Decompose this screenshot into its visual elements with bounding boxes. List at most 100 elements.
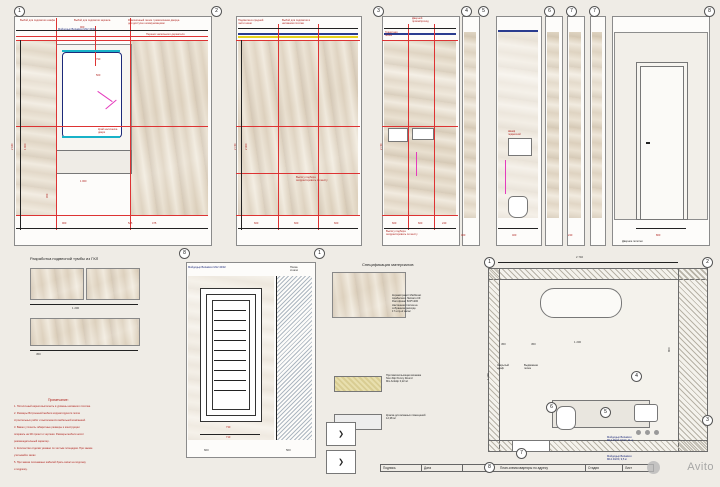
elevation-3-dim-bar-bottom — [384, 228, 456, 229]
detail-pipe-piece-3 — [30, 318, 140, 346]
plan-dim-1: 1 200 — [574, 340, 581, 344]
elevation-2-note-0: Подсветка в средней части ниши — [238, 19, 264, 26]
elevation-3-marker — [416, 152, 417, 176]
elevation-3-dim-1: 600 — [418, 222, 423, 225]
elevation-1-base-guide — [16, 215, 208, 216]
plan-grid-dot-2 — [645, 430, 650, 435]
elevation-1-dim-v2: 1 900 — [24, 143, 27, 151]
notes-line-0: 1. Потолочный карниз выполнить в уровень… — [14, 405, 91, 408]
elevation-7b-marble — [592, 32, 602, 218]
next-arrow-button-2[interactable]: ❯ — [326, 450, 356, 474]
elevation-5-marble — [498, 32, 538, 218]
elevation-2-dim-bar-left — [241, 40, 242, 230]
elevation-1-dim-v1: 2 040 — [11, 143, 14, 151]
plan-dim-0: 2 740 — [576, 255, 583, 259]
elevation-3-note-1: Гранитная полка — [385, 31, 398, 38]
elevation-3-towel-rail — [388, 128, 408, 142]
detail-pipe-dimbar-1 — [30, 304, 138, 305]
elevation-2-h3 — [236, 173, 360, 174]
titleblock: Подпись Дата План-схема квартиры по адре… — [380, 464, 654, 472]
notes-line-6: 4. Количество отделки указано по чистым … — [14, 447, 93, 450]
elevation-1-marble-left — [16, 40, 56, 215]
elevation-3-h2 — [382, 126, 458, 127]
bubble-plan-4: 4 — [631, 371, 642, 382]
plan-label-2: Закрытый шкаф — [497, 364, 509, 371]
bubble-plan-1: 1 — [484, 257, 495, 268]
detail-heater-dimbar — [200, 434, 260, 435]
elevation-2-note-1: Выбой для подсветки в натяжном потолке — [282, 19, 311, 26]
elevation-5-ceiling — [498, 30, 538, 32]
elevation-3-marble — [384, 40, 456, 215]
plan-label-0: Мойдодыр Belsaleco М12 45/17 47/17, 11 к… — [607, 436, 634, 443]
elevation-1-dim-2: 500 — [96, 74, 101, 77]
elevation-2-dim-2: 600 — [334, 222, 339, 225]
notes-line-8: 5. При заказе погонажных кабелей брать з… — [14, 461, 86, 464]
bubble-plan-5: 5 — [600, 407, 611, 418]
elevation-1-mirror — [62, 52, 122, 138]
detail-heater-hatch — [276, 276, 312, 440]
elevation-2-dim-bar-bottom — [238, 228, 358, 229]
elevation-8-handle — [646, 142, 650, 144]
bubble-plan-6: 6 — [546, 402, 557, 413]
elevation-3-h3 — [382, 215, 458, 216]
bubble-8: 8 — [704, 6, 715, 17]
elevation-3-ceiling — [384, 33, 456, 35]
detail-pipe-dim-0: 1 200 — [72, 306, 79, 310]
bubble-plan-7: 7 — [516, 448, 527, 459]
elevation-1-note-2: Ревизионный лючок / ревизионная дверца д… — [128, 19, 180, 26]
detail-heater-bar-7 — [214, 370, 246, 371]
bubble-1-detail: 1 — [314, 248, 325, 259]
titleblock-cell-stage: Стадия — [585, 464, 623, 472]
plan-grid-dot-1 — [636, 430, 641, 435]
elevation-6-marble — [547, 32, 559, 218]
elevation-2-dim-1: 600 — [294, 222, 299, 225]
elevation-1-note-0: Выбой для подсветки шкафа — [20, 19, 55, 22]
elevation-3-note-0: Дверной проём/проход — [412, 17, 429, 24]
elevation-1-dim-bar-bottom — [16, 228, 208, 229]
elevation-7-dim: 240 — [568, 234, 573, 237]
elevation-5-note-0: Шкаф подвесной — [508, 130, 521, 137]
elevation-1-dim-bar-left — [20, 40, 21, 230]
elevation-2-h4 — [236, 215, 360, 216]
next-arrow-button-1[interactable]: ❯ — [326, 422, 356, 446]
bubble-3: 3 — [373, 6, 384, 17]
detail-heater-diag-1 — [276, 276, 277, 440]
elevation-7-marble — [569, 32, 581, 218]
elevation-1-dim-6: 475 — [152, 222, 157, 225]
elevation-5-dim-bar-bottom — [498, 228, 538, 229]
detail-pipe-piece-2 — [86, 268, 140, 300]
elevation-2-h2 — [236, 126, 360, 127]
elevation-5-toilet — [508, 196, 528, 218]
elevation-2-ceiling — [238, 33, 358, 35]
detail-pipe-piece-1 — [30, 268, 84, 300]
elevation-1-dim-4: 900 — [62, 222, 67, 225]
elevation-1-dim-v3: 450 — [46, 193, 49, 198]
elevation-1-top-guide — [16, 36, 208, 37]
detail-heater-label: Мойдодыр Belsaleco М12 40/32 — [188, 266, 226, 269]
plan-dim-4: 1 190 — [486, 373, 490, 380]
elevation-1-led-strip — [62, 50, 120, 52]
elevation-3-v2 — [434, 24, 435, 230]
elevation-1-ceiling-guide — [16, 40, 208, 41]
bubble-5: 5 — [478, 6, 489, 17]
materials-swatch-marble — [332, 272, 406, 318]
plan-dim-5: 800 — [667, 347, 671, 352]
detail-heater-sublabel: Полка стекло — [290, 266, 299, 273]
elevation-1-dim-5: 525 — [128, 222, 133, 225]
bubble-8-detail: 8 — [179, 248, 190, 259]
notes-line-7: учитывайте запас. — [14, 454, 37, 457]
elevation-1-dim-0: 900 — [80, 26, 85, 29]
plan-dim-2: 450 — [501, 342, 506, 346]
titleblock-caption: План-схема квартиры по адресу — [462, 464, 586, 472]
detail-heater-dim-0: 730 — [226, 426, 231, 429]
notes-line-1: 2. Размеры Встроенной мебели корректирую… — [14, 412, 81, 415]
bubble-2: 2 — [211, 6, 222, 17]
bubble-plan-3: 3 — [702, 415, 713, 426]
chevron-right-icon: ❯ — [338, 431, 344, 438]
elevation-2-light-strip — [238, 36, 358, 38]
elevation-2-dim-v1: 2 740 — [234, 143, 237, 151]
detail-heater-bar-8 — [214, 380, 246, 381]
bubble-plan-2: 2 — [702, 257, 713, 268]
bubble-1: 1 — [14, 6, 25, 17]
